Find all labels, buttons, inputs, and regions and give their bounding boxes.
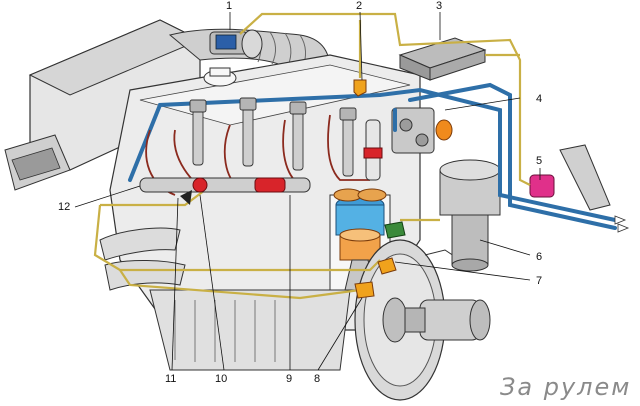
high-pressure-pump [391,107,453,154]
camshaft-sensor [353,79,367,97]
callout-10: 10 [215,373,227,385]
air-filter-housing [4,19,202,191]
callout-2: 2 [356,0,362,12]
watermark-logo: За рулем [500,373,631,401]
starter-motor [404,299,491,341]
callout-1: 1 [226,0,232,12]
ecu-unit [398,37,487,81]
crankshaft-sensor [354,281,375,299]
fuel-lines [128,82,617,230]
fuel-filter [439,159,501,272]
fuel-arrows [614,215,630,233]
callout-8: 8 [314,373,320,385]
injectors [189,97,357,177]
accelerator-pedal [529,144,611,211]
callout-12: 12 [58,201,70,213]
cylinder-injector [363,119,383,181]
callout-3: 3 [436,0,442,12]
mass-airflow-sensor [209,29,263,59]
callout-7: 7 [536,275,542,287]
coolant-sensor [384,221,406,239]
callout-5: 5 [536,155,542,167]
callout-9: 9 [286,373,292,385]
flywheel [354,239,461,401]
common-rail [139,177,311,205]
callout-6: 6 [536,251,542,263]
callout-4: 4 [536,93,542,105]
wiring-harness [93,12,531,300]
leader-lines [74,11,541,371]
callout-11: 11 [165,373,176,385]
callout-labels: 1 2 3 4 5 6 7 8 9 10 11 12 [58,0,542,385]
flywheel-sensor [377,257,397,275]
